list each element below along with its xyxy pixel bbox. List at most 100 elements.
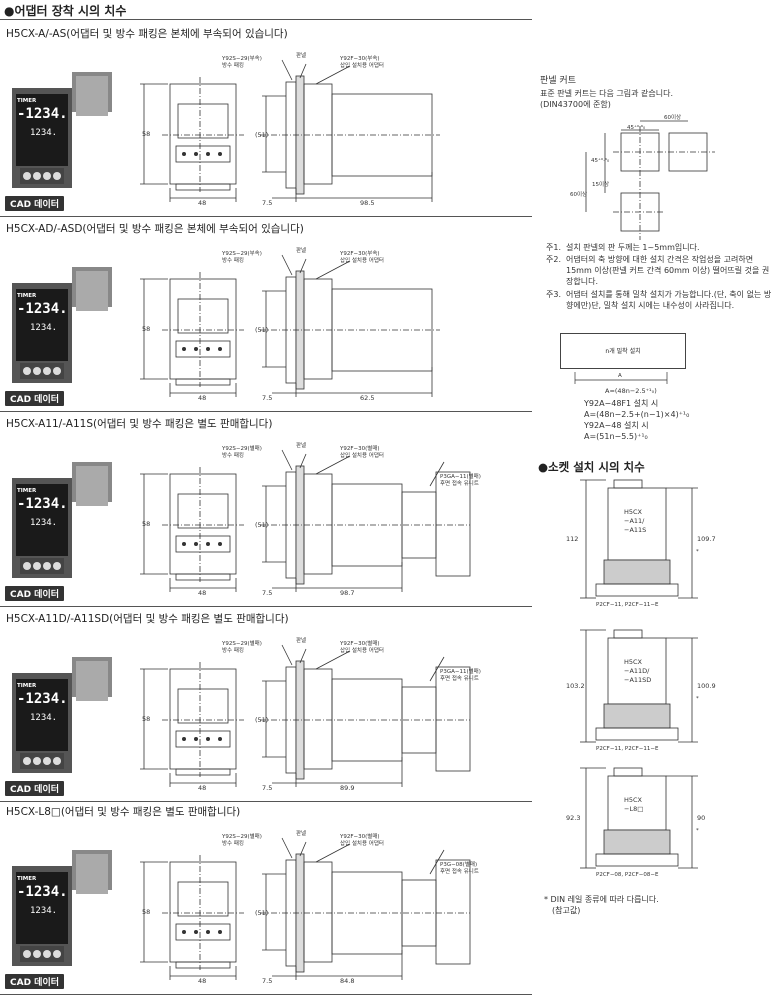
socket-star: * <box>696 828 699 834</box>
gasket-label-1: Y92S−29(별매) <box>222 446 262 452</box>
cutout-desc-2: (DIN43700에 준함) <box>540 100 611 109</box>
section-model-title: H5CX-A/-AS(어댑터 및 방수 패킹은 본체에 부속되어 있습니다) <box>6 28 288 40</box>
dim-inner: (51) <box>255 521 269 529</box>
cad-data-button[interactable]: CAD 데이터 <box>5 781 65 796</box>
socket-model: H5CX−A11/−A11S <box>624 508 647 534</box>
socket-dim-right: 109.7 <box>697 535 716 543</box>
divider <box>0 801 532 802</box>
dim-width: 48 <box>198 977 207 985</box>
formula-3: A=(51n−5.5)⁺¹₀ <box>584 432 648 441</box>
socket-base-label: P2CF−11, P2CF−11−E <box>596 602 659 608</box>
adapter-label-1: Y92F−30(별매) <box>340 446 380 452</box>
adapter-label-1: Y92F−30(별매) <box>340 641 380 647</box>
socket-title: ●소켓 설치 시의 치수 <box>538 460 645 474</box>
cutout-dim-15: 15이상 <box>592 182 610 188</box>
dim-depth: 84.8 <box>340 977 355 985</box>
divider <box>0 606 532 607</box>
timer-brand: TIMER <box>17 876 37 882</box>
socket-dim-right: 90 <box>697 814 706 822</box>
section-model-title: H5CX-L8□(어댑터 및 방수 패킹은 별도 판매합니다) <box>6 806 241 818</box>
dim-inner: (51) <box>255 909 269 917</box>
gasket-label-2: 방수 패킹 <box>222 648 244 654</box>
cutout-desc-1: 표준 판넬 커트는 다음 그림과 같습니다. <box>540 89 674 98</box>
formula-2: A=(48n−2.5+(n−1)×4)⁺¹₀ <box>584 410 690 419</box>
unit-label-1: P3G−08(별매) <box>440 862 478 868</box>
timer-display-sub: 1234. <box>30 906 58 916</box>
formula-3-title: Y92A−48 설치 시 <box>584 421 649 430</box>
cad-data-button[interactable]: CAD 데이터 <box>5 974 65 989</box>
cutout-dim-60a: 60이상 <box>664 115 682 121</box>
dim-inner: (51) <box>255 716 269 724</box>
panel-label: 판넬 <box>296 53 307 59</box>
dim-height: 58 <box>142 130 151 138</box>
dim-front: 7.5 <box>262 394 273 402</box>
dim-depth: 62.5 <box>360 394 375 402</box>
dim-inner: (51) <box>255 131 269 139</box>
gasket-label-1: Y92S−29(부속) <box>222 251 262 257</box>
dim-depth: 89.9 <box>340 784 355 792</box>
cad-data-button[interactable]: CAD 데이터 <box>5 586 65 601</box>
section-model-title: H5CX-AD/-ASD(어댑터 및 방수 패킹은 본체에 부속되어 있습니다) <box>6 223 304 235</box>
cutout-dim-60b: 60이상 <box>570 192 588 198</box>
socket-dim-left: 92.3 <box>566 814 581 822</box>
gasket-label-2: 방수 패킹 <box>222 841 244 847</box>
close-mount-box: n개 밀착 설치 <box>560 333 686 369</box>
gasket-label-1: Y92S−29(부속) <box>222 56 262 62</box>
dim-height: 58 <box>142 520 151 528</box>
dim-front: 7.5 <box>262 977 273 985</box>
cutout-dim-45h: 45⁺⁰·⁶₀ <box>591 158 610 164</box>
dim-height: 58 <box>142 908 151 916</box>
socket-footnote-1: * DIN 레일 종류에 따라 다릅니다. <box>544 895 659 904</box>
unit-label-2: 후면 접속 유니트 <box>440 869 479 875</box>
socket-dim-left: 112 <box>566 535 579 543</box>
section-model-title: H5CX-A11/-A11S(어댑터 및 방수 패킹은 별도 판매합니다) <box>6 418 273 430</box>
cad-data-button[interactable]: CAD 데이터 <box>5 391 65 406</box>
dim-front: 7.5 <box>262 199 273 207</box>
adapter-label-2: 삽입 설치용 어댑터 <box>340 841 384 847</box>
timer-display-main: -1234. <box>17 106 68 122</box>
cutout-dim-45w: 45⁺⁰·⁶₀ <box>627 125 646 131</box>
adapter-label-2: 삽입 설치용 어댑터 <box>340 63 384 69</box>
socket-model: H5CX−L8□ <box>624 796 644 813</box>
socket-dim-left: 103.2 <box>566 682 585 690</box>
socket-base-label: P2CF−11, P2CF−11−E <box>596 746 659 752</box>
panel-label: 판넬 <box>296 638 307 644</box>
timer-brand: TIMER <box>17 293 37 299</box>
cutout-title: 판넬 커트 <box>540 76 576 86</box>
note-1: 주1.설치 판넬의 판 두께는 1~5mm입니다. <box>546 243 700 252</box>
unit-label-1: P3GA−11(별매) <box>440 669 481 675</box>
socket-base-label: P2CF−08, P2CF−08−E <box>596 872 659 878</box>
timer-brand: TIMER <box>17 683 37 689</box>
timer-display-main: -1234. <box>17 496 68 512</box>
dim-width: 48 <box>198 589 207 597</box>
divider <box>0 216 532 217</box>
adapter-label-1: Y92F−30(부속) <box>340 56 380 62</box>
cad-data-button[interactable]: CAD 데이터 <box>5 196 65 211</box>
timer-display-main: -1234. <box>17 884 68 900</box>
unit-label-2: 후면 접속 유니트 <box>440 676 479 682</box>
note-3: 주3.어댑터 설치를 통해 밀착 설치가 가능합니다.(단, 축이 없는 방향에… <box>546 290 772 310</box>
gasket-label-2: 방수 패킹 <box>222 453 244 459</box>
adapter-label-1: Y92F−30(별매) <box>340 834 380 840</box>
timer-brand: TIMER <box>17 98 37 104</box>
note-2: 주2.어댑터의 축 방향에 대한 설치 간격은 작업성을 고려하면 15mm 이… <box>546 255 770 286</box>
socket-star: * <box>696 696 699 702</box>
timer-display-sub: 1234. <box>30 323 58 333</box>
formula-1: A=(48n−2.5⁺¹₀) <box>605 387 657 395</box>
divider <box>0 19 532 20</box>
formula-2-title: Y92A−48F1 설치 시 <box>584 399 659 408</box>
adapter-label-2: 삽입 설치용 어댑터 <box>340 258 384 264</box>
divider <box>0 411 532 412</box>
gasket-label-1: Y92S−29(별매) <box>222 834 262 840</box>
dim-width: 48 <box>198 199 207 207</box>
unit-label-1: P3GA−11(별매) <box>440 474 481 480</box>
adapter-label-1: Y92F−30(부속) <box>340 251 380 257</box>
dim-width: 48 <box>198 394 207 402</box>
dim-height: 58 <box>142 325 151 333</box>
page-title: ●어댑터 장착 시의 치수 <box>4 4 127 18</box>
dim-depth: 98.5 <box>360 199 375 207</box>
timer-display-main: -1234. <box>17 691 68 707</box>
dim-front: 7.5 <box>262 589 273 597</box>
timer-brand: TIMER <box>17 488 37 494</box>
timer-display-main: -1234. <box>17 301 68 317</box>
